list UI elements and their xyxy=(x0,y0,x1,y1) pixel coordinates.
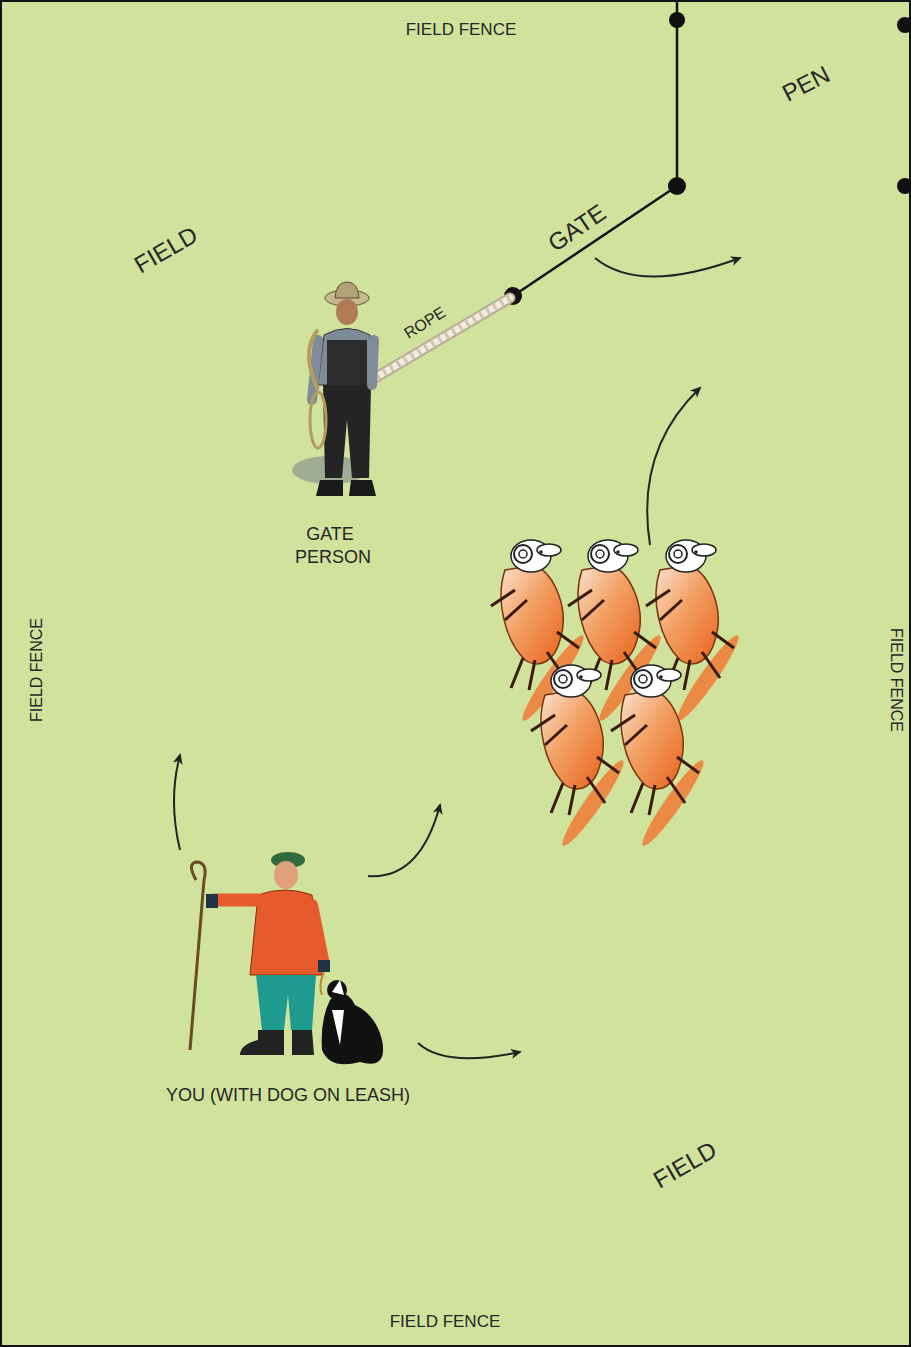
pen-fence xyxy=(504,0,911,305)
person-label: YOU (WITH DOG ON LEASH) xyxy=(166,1084,410,1107)
fence-label: FIELD FENCE xyxy=(886,628,906,732)
movement-arrows xyxy=(174,258,740,1058)
field-label: FIELD xyxy=(129,220,203,280)
rope xyxy=(358,298,510,388)
fence-label: FIELD FENCE xyxy=(27,618,47,722)
gate-label: GATE xyxy=(542,198,611,258)
sheep-flock xyxy=(491,540,744,850)
gate-person-figure xyxy=(292,282,376,496)
person-label: GATE PERSON xyxy=(295,523,365,568)
rope-label: ROPE xyxy=(400,303,449,344)
fence-label: FIELD FENCE xyxy=(406,19,517,40)
pen-label: PEN xyxy=(777,59,835,108)
field-label: FIELD xyxy=(648,1135,722,1195)
fence-label: FIELD FENCE xyxy=(390,1311,501,1332)
shepherd-figure xyxy=(190,852,383,1064)
